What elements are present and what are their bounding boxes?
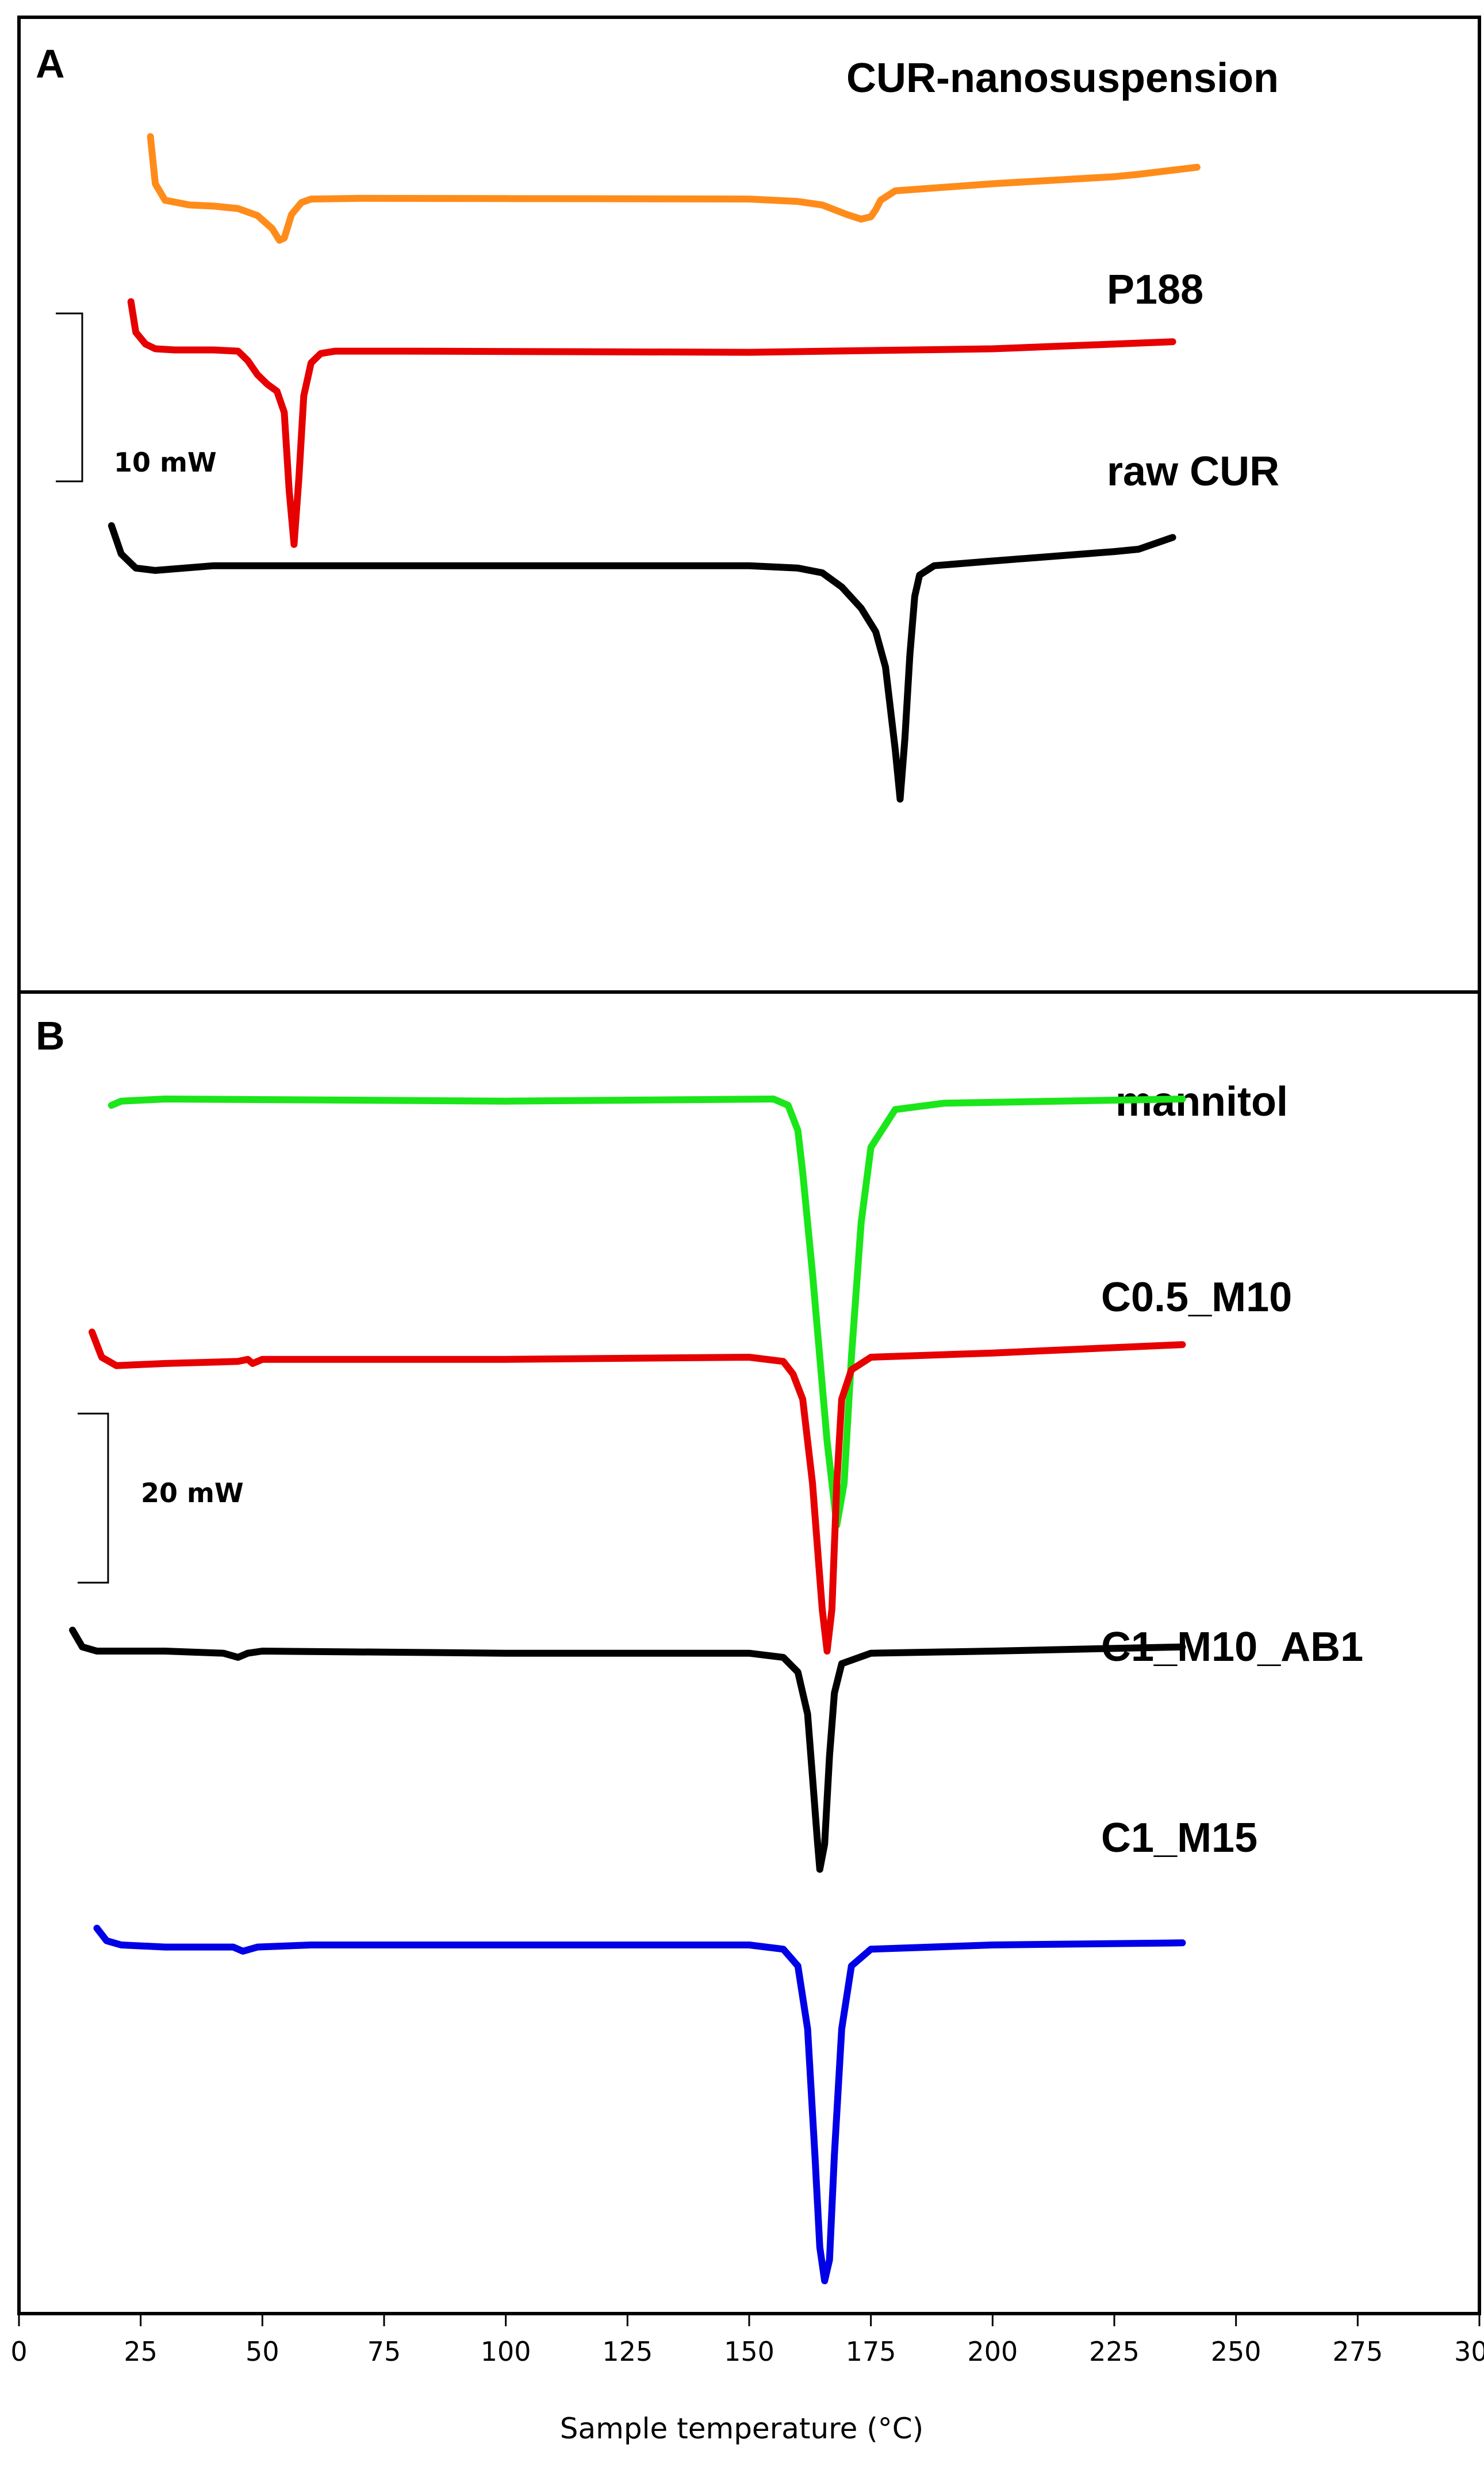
x-tick-label-275: 275 <box>1332 2336 1383 2367</box>
x-tick-label-50: 50 <box>246 2336 279 2367</box>
panel-a-scale-bar <box>56 312 83 483</box>
x-tick-label-175: 175 <box>846 2336 896 2367</box>
panel-b-scale-bar <box>78 1412 109 1584</box>
x-tick-label-250: 250 <box>1211 2336 1261 2367</box>
series-label-p188: P188 <box>1107 267 1203 313</box>
panel-b-letter: B <box>36 1013 65 1058</box>
curve-panel-b-c0-5-m10 <box>89 1328 1186 1655</box>
curve-panel-a-raw-cur <box>108 522 1176 803</box>
x-tick-label-150: 150 <box>724 2336 774 2367</box>
series-label-raw-cur: raw CUR <box>1107 449 1279 495</box>
panel-a-scale-label: 10 mW <box>114 447 217 478</box>
x-tick-label-125: 125 <box>602 2336 653 2367</box>
series-label-c0-5-m10: C0.5_M10 <box>1101 1274 1292 1320</box>
x-axis: 0 25 50 75 100 125 150 175 200 225 250 275 300 <box>10 2314 1484 2367</box>
series-label-cur-nanosuspension: CUR-nanosuspension <box>846 55 1279 101</box>
curve-panel-a-cur-nanosuspension <box>147 133 1201 244</box>
curve-panel-a-p188 <box>127 298 1176 548</box>
x-tick-label-75: 75 <box>367 2336 401 2367</box>
panel-b-scale-label: 20 mW <box>141 1477 244 1508</box>
panel-b-curves <box>69 1096 1186 2284</box>
x-tick-label-225: 225 <box>1089 2336 1140 2367</box>
panel-a-letter: A <box>36 41 65 86</box>
curve-panel-b-c1-m10-ab1 <box>69 1626 1186 1873</box>
x-axis-title: Sample temperature (°C) <box>560 2412 923 2445</box>
curve-panel-b-c1-m15 <box>93 1924 1186 2284</box>
series-label-c1-m15: C1_M15 <box>1101 1815 1257 1861</box>
x-tick-label-25: 25 <box>124 2336 158 2367</box>
panel-a-curves <box>108 133 1201 803</box>
curve-panel-b-mannitol <box>108 1096 1186 1529</box>
x-tick-label-200: 200 <box>967 2336 1018 2367</box>
x-tick-label-300: 300 <box>1454 2336 1484 2367</box>
panel-a-frame <box>17 16 1481 994</box>
x-tick-label-0: 0 <box>10 2336 27 2367</box>
x-tick-label-100: 100 <box>481 2336 531 2367</box>
